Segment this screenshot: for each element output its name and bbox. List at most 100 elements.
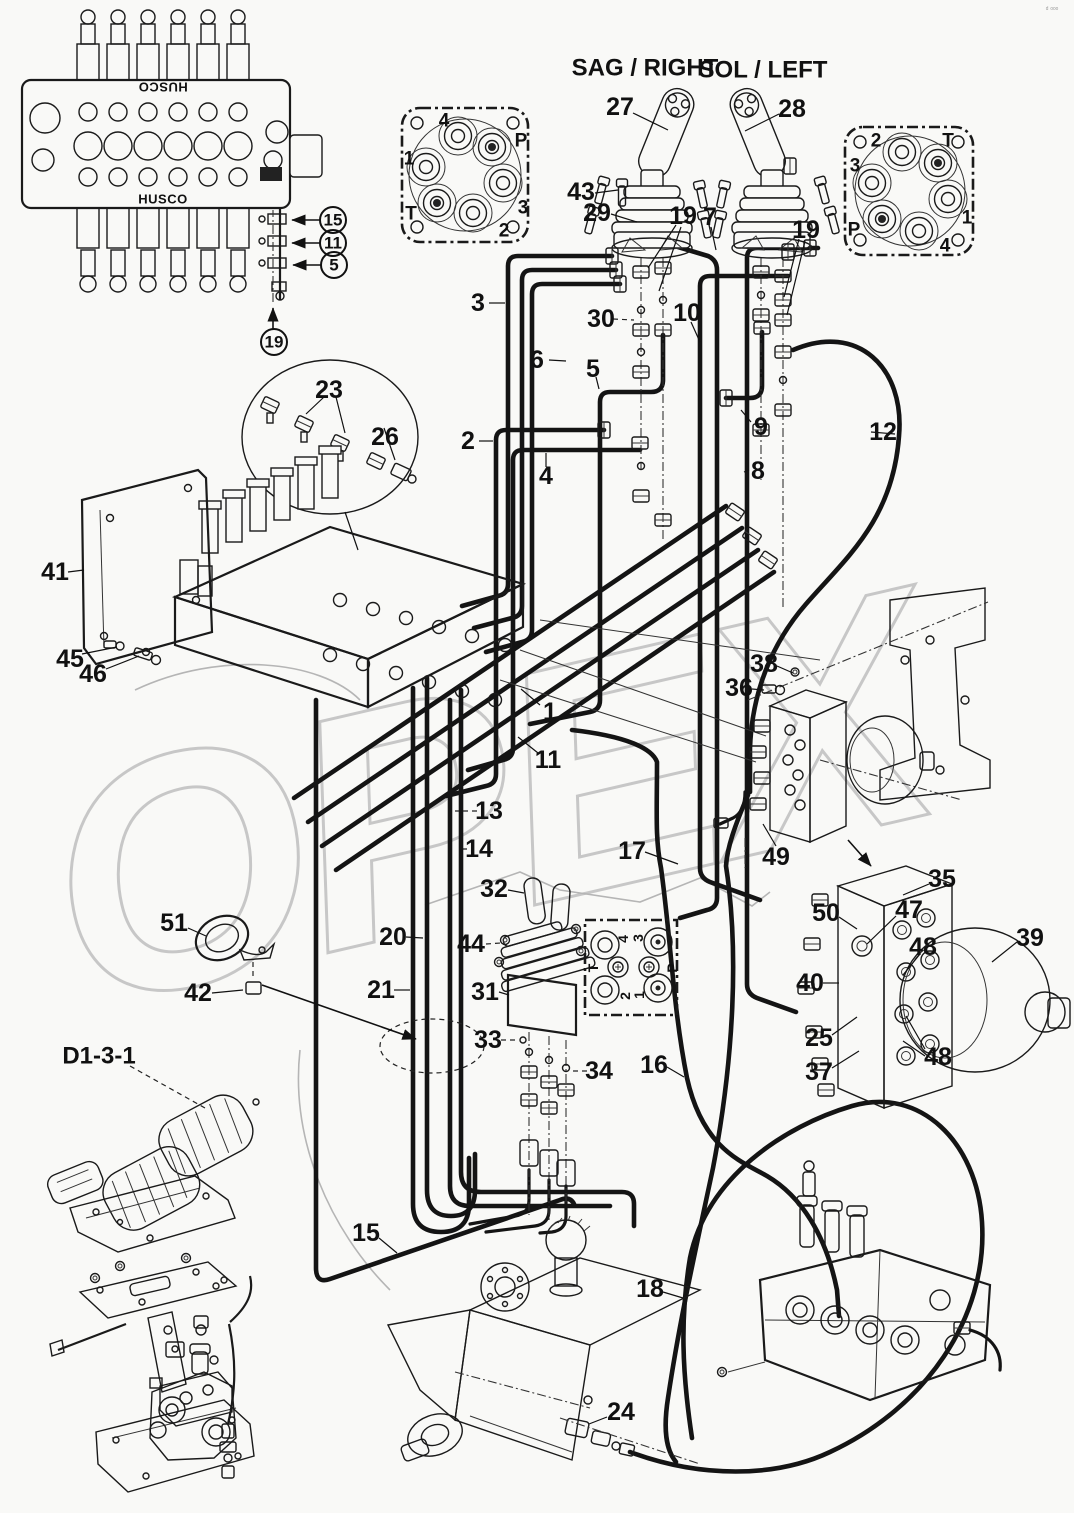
accumulator-small xyxy=(846,715,924,805)
hose-13 xyxy=(447,697,613,1209)
callout-69-20: 20 xyxy=(379,923,407,951)
callout-45-41: 41 xyxy=(41,558,69,586)
callout-70-21: 21 xyxy=(367,976,395,1004)
valve-bank-fittings xyxy=(322,592,513,708)
callout-19-1: 1 xyxy=(962,208,973,229)
callout-73-31: 31 xyxy=(471,978,499,1006)
callout-6-15: 15 xyxy=(324,211,343,230)
callout-76-16: 16 xyxy=(640,1051,668,1079)
callout-25-P: P xyxy=(664,963,680,972)
label-sol-left: SOL / LEFT xyxy=(699,57,828,84)
callout-13-3: 3 xyxy=(518,198,529,219)
joystick-left-sol xyxy=(710,84,841,258)
hose-diag-4 xyxy=(333,569,777,873)
joystick-right-sag xyxy=(581,87,715,259)
callout-10-4: 4 xyxy=(439,111,450,132)
callout-16-2: 2 xyxy=(871,131,882,152)
tank-filler-cap xyxy=(545,1215,591,1297)
hose-12 xyxy=(747,339,902,795)
callout-59-47: 47 xyxy=(895,896,923,924)
hose-bundle xyxy=(291,241,985,1474)
callout-22-4: 4 xyxy=(615,935,631,943)
corner-mark: ᵈ ᵒᵒᵒ xyxy=(1046,7,1059,14)
callout-60-48: 48 xyxy=(909,933,937,961)
valve-spools-bottom xyxy=(76,207,250,293)
callout-27-1: 1 xyxy=(631,991,647,999)
callout-28-27: 27 xyxy=(606,93,634,121)
hose-6 xyxy=(471,267,619,631)
hose-4 xyxy=(465,447,643,773)
pedal-cable xyxy=(219,1275,253,1479)
callout-29-28: 28 xyxy=(778,95,806,123)
hose-diag-3 xyxy=(319,547,761,849)
hose-21 xyxy=(410,685,472,1235)
callout-62-40: 40 xyxy=(796,969,824,997)
pedal-group xyxy=(46,1065,260,1493)
callout-7-11: 11 xyxy=(324,234,342,253)
nut-42 xyxy=(245,981,262,995)
callout-64-25: 25 xyxy=(805,1024,833,1052)
callout-49-26: 26 xyxy=(371,423,399,451)
callout-41-4: 4 xyxy=(539,462,553,490)
callout-33-7: 7 xyxy=(703,203,717,231)
callout-35-3: 3 xyxy=(471,289,485,317)
port-plate-right xyxy=(843,125,975,257)
callout-17-T: T xyxy=(942,131,954,152)
callout-71-32: 32 xyxy=(480,875,508,903)
clamp-51 xyxy=(194,914,417,1040)
tank xyxy=(386,1215,702,1465)
joystick-console-31 xyxy=(379,877,596,1220)
pedal-bracket xyxy=(49,1252,255,1493)
callout-43-8: 8 xyxy=(751,457,765,485)
callout-40-2: 2 xyxy=(461,427,475,455)
valve-bank-main xyxy=(171,445,821,763)
callout-30-43: 43 xyxy=(567,178,595,206)
leader-lines xyxy=(67,112,1018,1425)
hose-1 xyxy=(291,503,729,801)
callout-8-5: 5 xyxy=(329,256,338,275)
port-plate-left xyxy=(400,106,530,244)
callout-74-33: 33 xyxy=(474,1026,502,1054)
port-plate-center xyxy=(583,918,679,1017)
callout-79-24: 24 xyxy=(607,1398,635,1426)
valve-spools-top xyxy=(76,9,250,81)
hose-5 xyxy=(527,332,666,727)
callout-67-51: 51 xyxy=(160,909,188,937)
callout-15-2: 2 xyxy=(499,221,510,242)
callout-50-1: 1 xyxy=(543,698,557,726)
pump-assembly xyxy=(149,1315,237,1461)
callout-36-30: 30 xyxy=(587,305,615,333)
circled-callout-ring-11 xyxy=(319,229,347,257)
callout-18-3: 3 xyxy=(850,156,861,177)
hose-14 xyxy=(458,687,637,1229)
callout-42-9: 9 xyxy=(754,413,768,441)
callout-34-19: 19 xyxy=(792,216,820,244)
callout-56-36: 36 xyxy=(725,674,753,702)
callout-26-2: 2 xyxy=(617,992,633,1000)
hose-15 xyxy=(313,697,577,1283)
label-d1-3-1: D1-3-1 xyxy=(62,1043,135,1070)
callout-63-39: 39 xyxy=(1016,924,1044,952)
callout-51-11: 11 xyxy=(535,746,562,774)
callout-78-18: 18 xyxy=(636,1275,664,1303)
callout-55-38: 38 xyxy=(750,650,778,678)
callout-32-19: 19 xyxy=(669,202,697,230)
hose-16 xyxy=(569,727,842,1319)
circled-callout-ring-19 xyxy=(260,328,288,356)
mounting-plate-41 xyxy=(80,468,214,666)
callout-58-35: 35 xyxy=(928,865,956,893)
callout-72-44: 44 xyxy=(457,930,485,958)
pedal-left xyxy=(102,1146,201,1231)
joystick-fittings xyxy=(597,157,817,610)
callout-12-1: 1 xyxy=(404,149,415,170)
fitting-24 xyxy=(559,1395,701,1465)
callout-14-T: T xyxy=(405,204,417,225)
callout-53-14: 14 xyxy=(465,835,493,863)
hose-10 xyxy=(697,273,791,903)
fittings-detail-ellipse xyxy=(241,359,419,551)
bracket-upper xyxy=(747,587,991,801)
tank-breather xyxy=(480,1262,530,1312)
callout-77-15: 15 xyxy=(352,1219,380,1247)
